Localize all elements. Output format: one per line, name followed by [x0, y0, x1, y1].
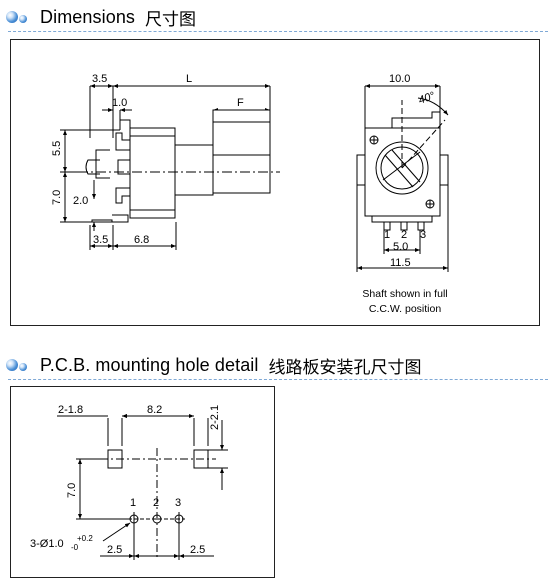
pcb-header: P.C.B. mounting hole detail 线路板安装孔尺寸图 [6, 350, 422, 380]
dim-angle-40: 40° [417, 90, 437, 107]
hole-label-2: 2 [153, 497, 159, 509]
pcb-labels: 2-1.8 8.2 2-2.1 7.0 1 2 3 3-Ø1.0 +0.2 -0… [30, 404, 221, 556]
dim-L: L [186, 73, 192, 85]
dim-3-5-top: 3.5 [92, 73, 107, 85]
dim-2-0: 2.0 [73, 195, 88, 207]
hole-tol-lower: -0 [71, 543, 79, 552]
dim-2-1-8: 2-1.8 [58, 404, 83, 416]
pcb-divider [8, 379, 548, 380]
pcb-panel [10, 386, 275, 578]
note-line-1: Shaft shown in full [362, 288, 447, 300]
hole-tol-upper: +0.2 [77, 534, 93, 543]
dim-8-2: 8.2 [147, 404, 162, 416]
side-view-labels: 3.5 L 1.0 F 5.5 7.0 2.0 3.5 6.8 [51, 73, 244, 246]
bullet-dots-icon [6, 7, 40, 27]
pin-label-1: 1 [384, 229, 390, 241]
front-view [356, 84, 449, 272]
dimensions-title-cn: 尺寸图 [145, 9, 197, 30]
hole-label-3: 3 [175, 497, 181, 509]
dimensions-divider [8, 31, 548, 32]
front-view-labels: 10.0 40° 1 2 3 5.0 11.5 Shaft shown in f… [362, 73, 447, 315]
pin-label-3: 3 [420, 229, 426, 241]
hole-spec: 3-Ø1.0 [30, 538, 64, 550]
pin-label-2: 2 [401, 229, 407, 241]
dim-6-8: 6.8 [134, 234, 149, 246]
dimensions-title: Dimensions [40, 6, 136, 27]
dim-2-2-1: 2-2.1 [209, 405, 221, 430]
dim-5-0: 5.0 [393, 241, 408, 253]
note-line-2: C.C.W. position [369, 303, 442, 315]
dim-1-0: 1.0 [112, 97, 127, 109]
hole-label-1: 1 [130, 497, 136, 509]
pcb-title: P.C.B. mounting hole detail [40, 354, 259, 375]
pcb-drawing [57, 414, 228, 560]
dim-10-0: 10.0 [389, 73, 410, 85]
dim-3-5-bottom: 3.5 [93, 234, 108, 246]
dim-F: F [237, 97, 244, 109]
side-view [60, 84, 280, 250]
dim-7-0-pcb: 7.0 [66, 483, 78, 498]
dim-11-5: 11.5 [390, 257, 411, 269]
bullet-dots-icon [6, 355, 40, 375]
dimensions-header: Dimensions 尺寸图 [6, 2, 196, 32]
dim-2-5-left: 2.5 [107, 544, 122, 556]
dim-5-5: 5.5 [51, 141, 63, 156]
dim-7-0: 7.0 [51, 190, 63, 205]
pcb-title-cn: 线路板安装孔尺寸图 [268, 357, 422, 378]
dim-2-5-right: 2.5 [190, 544, 205, 556]
